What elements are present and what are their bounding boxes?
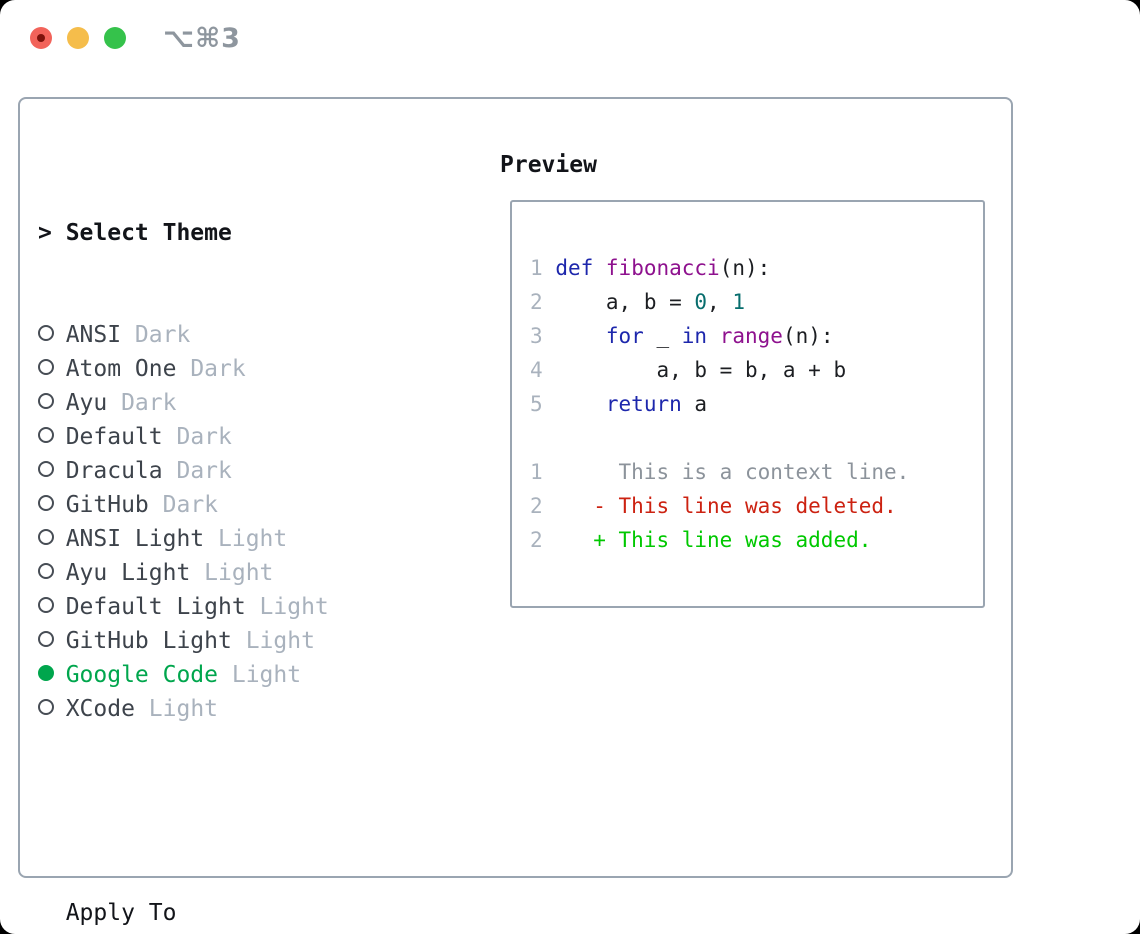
theme-option-ansi[interactable]: ANSI Dark: [38, 318, 426, 352]
theme-variant-tag: Dark: [176, 458, 232, 484]
code-line: 3 for _ in range(n):: [530, 324, 834, 348]
option-label: ANSI: [65, 322, 122, 348]
theme-option-ayu[interactable]: Ayu Dark: [38, 386, 426, 420]
close-button[interactable]: [30, 27, 52, 49]
diff-line-context: 1 This is a context line.: [530, 455, 909, 489]
line-number: 3: [530, 324, 543, 348]
line-number: 5: [530, 392, 543, 416]
line-number: 2: [530, 528, 543, 552]
radio-icon: [38, 556, 66, 590]
radio-selected-icon: [38, 658, 66, 692]
theme-variant-tag: Light: [231, 662, 302, 688]
theme-variant-tag: Dark: [190, 356, 246, 382]
line-number: 2: [530, 290, 543, 314]
option-label: XCode: [65, 696, 135, 722]
option-label: Google Code: [65, 662, 219, 688]
theme-variant-tag: Light: [204, 560, 274, 586]
code-line: 5 return a: [530, 392, 708, 416]
radio-icon: [38, 454, 66, 488]
preview-code: 1 def fibonacci(n): 2 a, b = 0, 1 3 for _ …: [530, 251, 909, 557]
diff-text: + This line was added.: [542, 528, 872, 552]
main-panel: [18, 97, 1013, 878]
theme-option-default[interactable]: Default Dark: [38, 420, 426, 454]
option-label: GitHub: [65, 492, 149, 518]
code-line: 2 a, b = 0, 1: [530, 290, 745, 314]
theme-variant-tag: Dark: [134, 322, 191, 348]
theme-option-ayu-light[interactable]: Ayu Light Light: [38, 556, 426, 590]
theme-variant-tag: Dark: [176, 424, 232, 450]
window-titlebar: ⌥⌘3: [0, 0, 1140, 76]
window-shortcut-label: ⌥⌘3: [163, 23, 241, 54]
radio-icon: [38, 590, 66, 624]
theme-option-atom-one[interactable]: Atom One Dark: [38, 352, 426, 386]
radio-icon: [38, 386, 66, 420]
option-label: Default Light: [65, 594, 246, 620]
option-label: Dracula: [65, 458, 163, 484]
diff-text: This is a context line.: [542, 460, 910, 484]
radio-icon: [38, 318, 66, 352]
cursor-arrow-icon: >: [38, 220, 52, 246]
theme-variant-tag: Light: [218, 526, 288, 552]
minimize-button[interactable]: [67, 27, 89, 49]
diff-line-deleted: 2 - This line was deleted.: [530, 489, 909, 523]
line-number: 1: [530, 256, 543, 280]
diff-line-added: 2 + This line was added.: [530, 523, 909, 557]
code-line: 1 def fibonacci(n):: [530, 256, 771, 280]
theme-option-github[interactable]: GitHub Dark: [38, 488, 426, 522]
theme-variant-tag: Light: [245, 628, 315, 654]
theme-variant-tag: Dark: [121, 390, 177, 416]
theme-option-ansi-light[interactable]: ANSI Light Light: [38, 522, 426, 556]
theme-option-default-light[interactable]: Default Light Light: [38, 590, 426, 624]
theme-option-google-code[interactable]: Google Code Light: [38, 658, 426, 692]
line-number: 1: [530, 460, 543, 484]
unsaved-dot-icon: [37, 34, 45, 42]
apply-to-title: Apply To: [65, 900, 177, 926]
theme-variant-tag: Light: [259, 594, 329, 620]
line-number: 2: [530, 494, 543, 518]
theme-option-xcode[interactable]: XCode Light: [38, 692, 426, 726]
code-line: 4 a, b = b, a + b: [530, 358, 847, 382]
spacer: [38, 794, 426, 828]
radio-icon: [38, 352, 66, 386]
theme-variant-tag: Light: [148, 696, 219, 722]
option-label: Atom One: [65, 356, 177, 382]
radio-icon: [38, 488, 66, 522]
theme-variant-tag: Dark: [162, 492, 219, 518]
radio-icon: [38, 692, 66, 726]
apply-to-title-row: Apply To: [38, 896, 426, 930]
diff-text: - This line was deleted.: [542, 494, 897, 518]
option-label: Default: [65, 424, 163, 450]
option-label: Ayu Light: [65, 560, 191, 586]
line-number: 4: [530, 358, 543, 382]
preview-box: 1 def fibonacci(n): 2 a, b = 0, 1 3 for _ …: [510, 200, 985, 608]
option-label: Ayu: [65, 390, 108, 416]
radio-icon: [38, 420, 66, 454]
option-label: GitHub Light: [65, 628, 232, 654]
select-theme-title: Select Theme: [65, 220, 232, 246]
theme-option-github-light[interactable]: GitHub Light Light: [38, 624, 426, 658]
option-label: ANSI Light: [65, 526, 205, 552]
radio-icon: [38, 522, 66, 556]
radio-icon: [38, 624, 66, 658]
theme-option-dracula[interactable]: Dracula Dark: [38, 454, 426, 488]
preview-title: Preview: [500, 152, 597, 178]
select-theme-title-row: > Select Theme: [38, 216, 426, 250]
zoom-button[interactable]: [104, 27, 126, 49]
